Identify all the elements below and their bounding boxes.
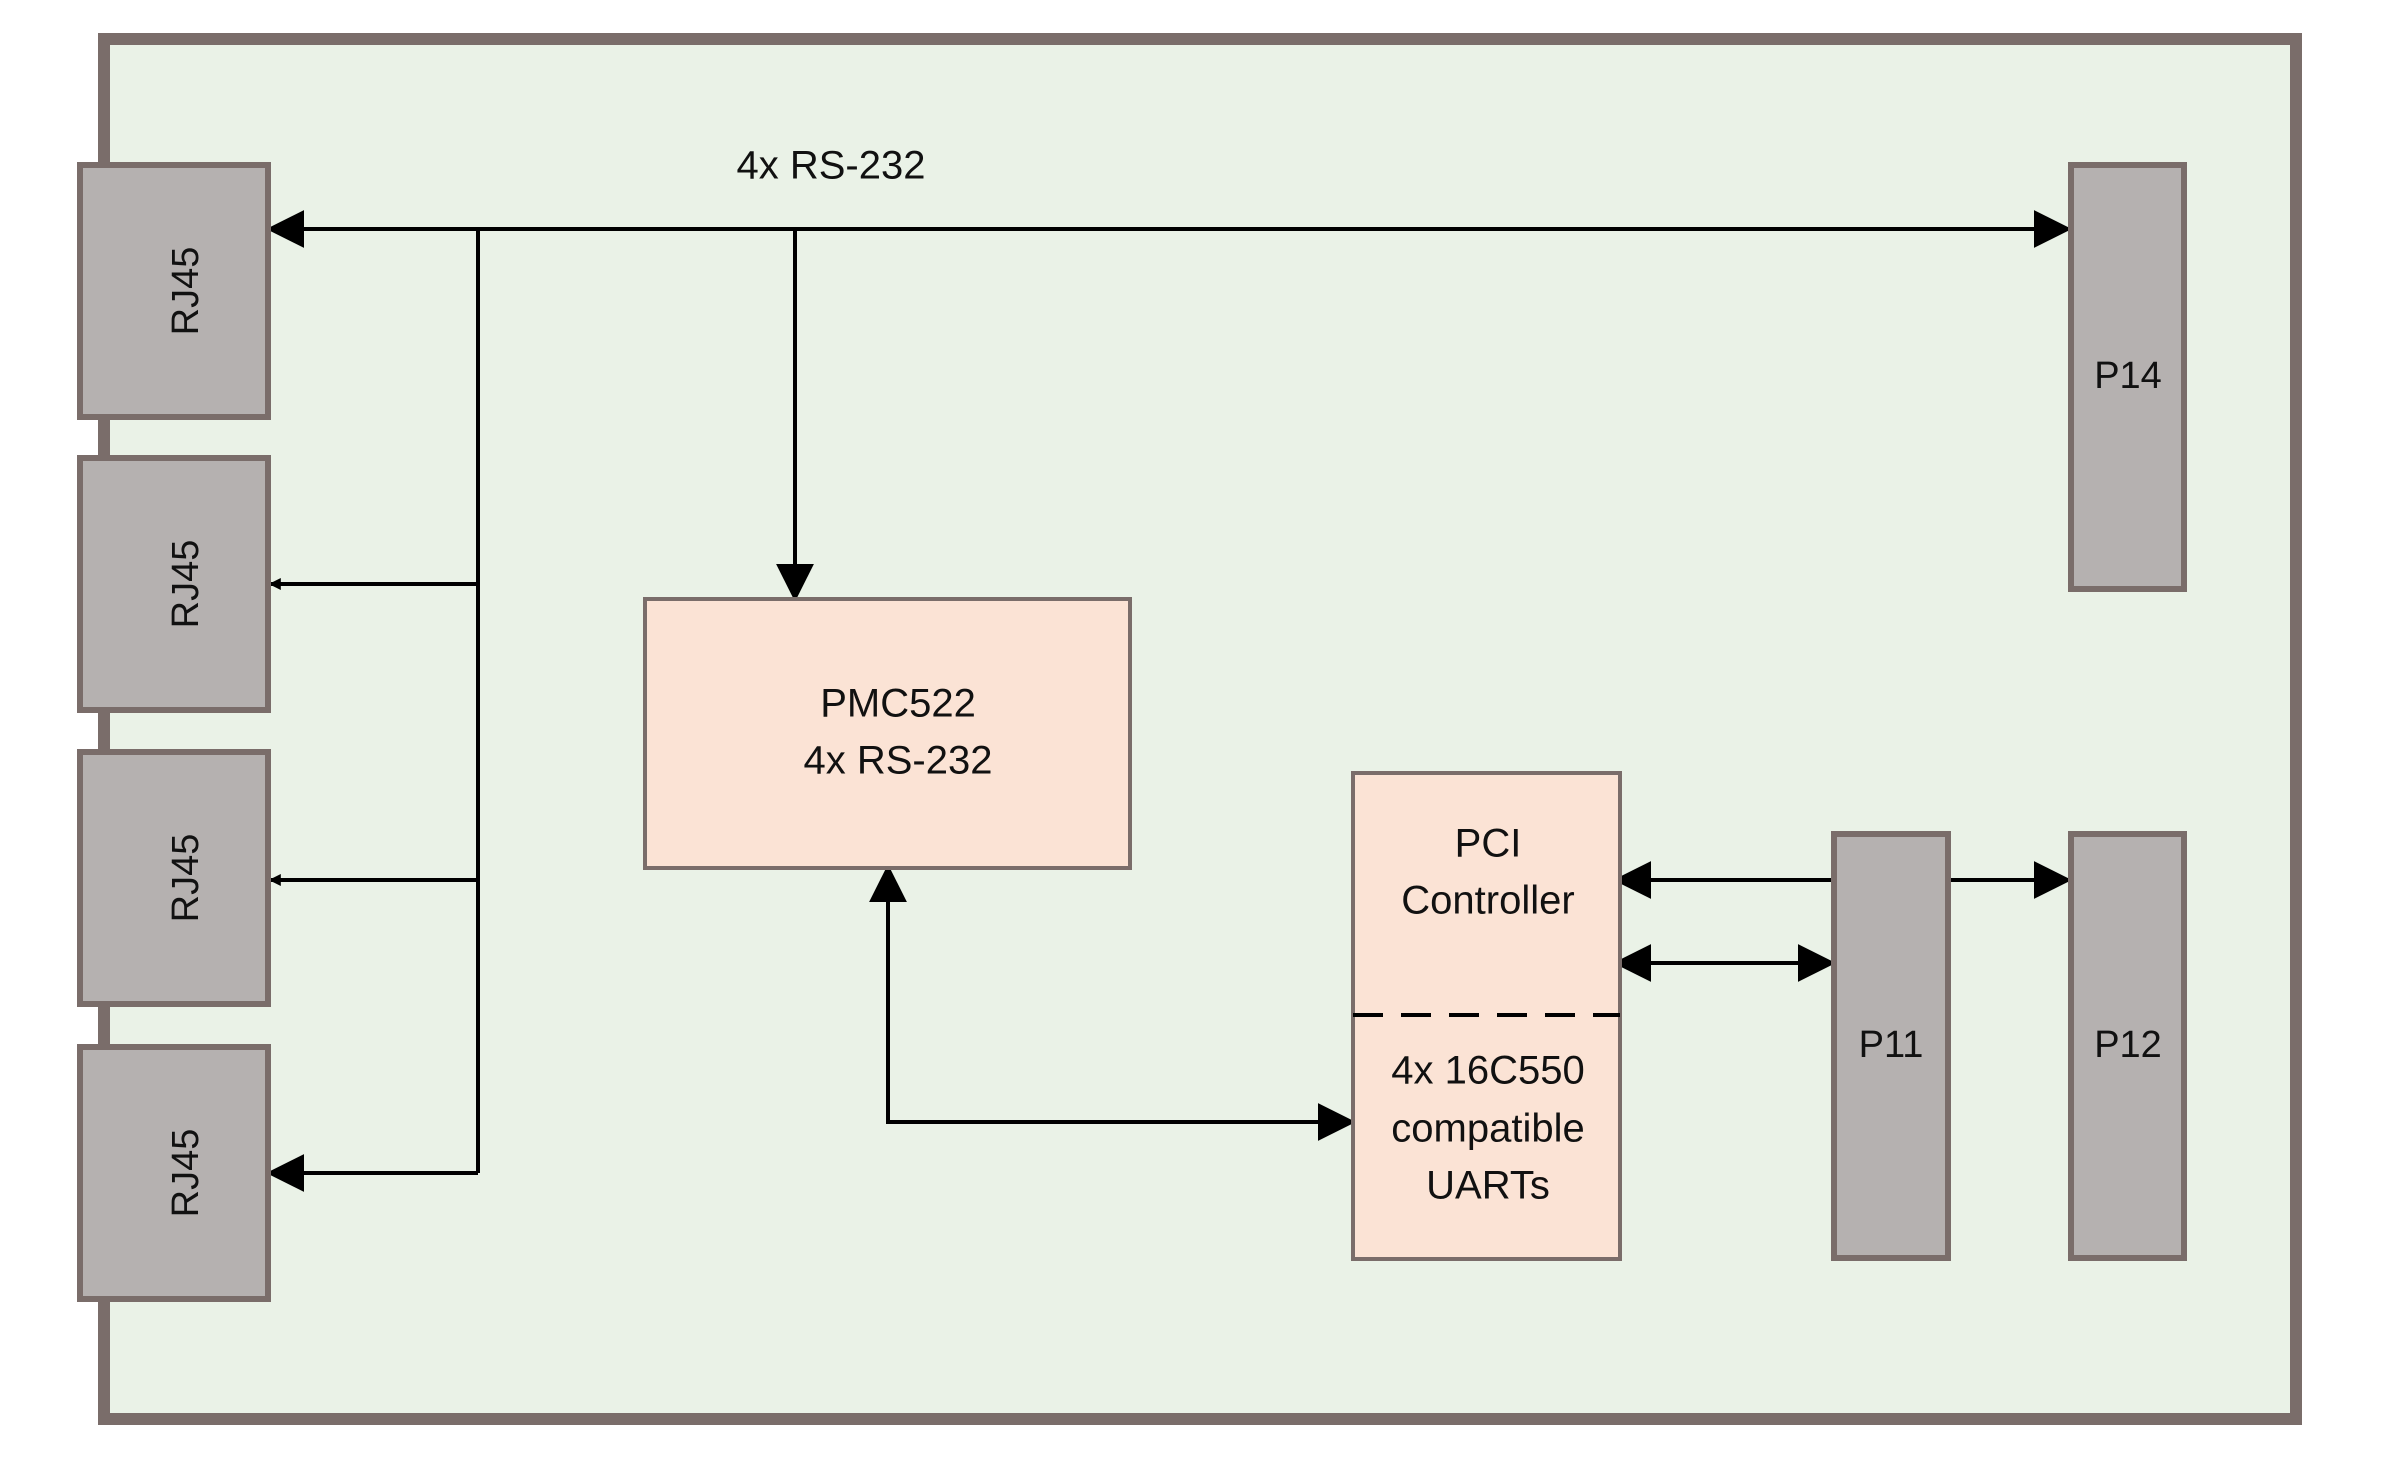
- rj45-label-1: RJ45: [165, 247, 207, 336]
- uart-label-1: 4x 16C550: [1391, 1049, 1584, 1093]
- p11-connector: P11: [1831, 831, 1951, 1261]
- uart-label-2: compatible: [1391, 1107, 1584, 1151]
- connections: [266, 210, 2072, 1192]
- rj45-label-3: RJ45: [165, 834, 207, 923]
- rj45-label-2: RJ45: [165, 540, 207, 629]
- uart-label-3: UARTs: [1426, 1164, 1550, 1208]
- pci-label: PCI: [1455, 822, 1522, 866]
- rj45-connector-4: RJ45: [77, 1044, 271, 1302]
- p12-connector: P12: [2068, 831, 2187, 1261]
- rj45-connector-3: RJ45: [77, 749, 271, 1007]
- pci-uart-block: PCI Controller 4x 16C550 compatible UART…: [1351, 771, 1622, 1261]
- p14-connector: P14: [2068, 162, 2187, 592]
- rj45-label-4: RJ45: [165, 1129, 207, 1218]
- bus-label: 4x RS-232: [737, 144, 926, 188]
- pmc-uart-link: [869, 864, 1356, 1141]
- p14-label: P14: [2094, 355, 2162, 397]
- controller-label: Controller: [1401, 879, 1574, 923]
- board: [98, 33, 2302, 1425]
- rj45-connector-1: RJ45: [77, 162, 271, 420]
- pmc522-subtitle: 4x RS-232: [804, 739, 993, 783]
- p12-label: P12: [2094, 1024, 2162, 1066]
- pmc522-block: PMC522 4x RS-232: [643, 597, 1132, 870]
- p11-label: P11: [1859, 1024, 1924, 1066]
- rj45-connector-2: RJ45: [77, 455, 271, 713]
- pmc522-title: PMC522: [820, 682, 976, 726]
